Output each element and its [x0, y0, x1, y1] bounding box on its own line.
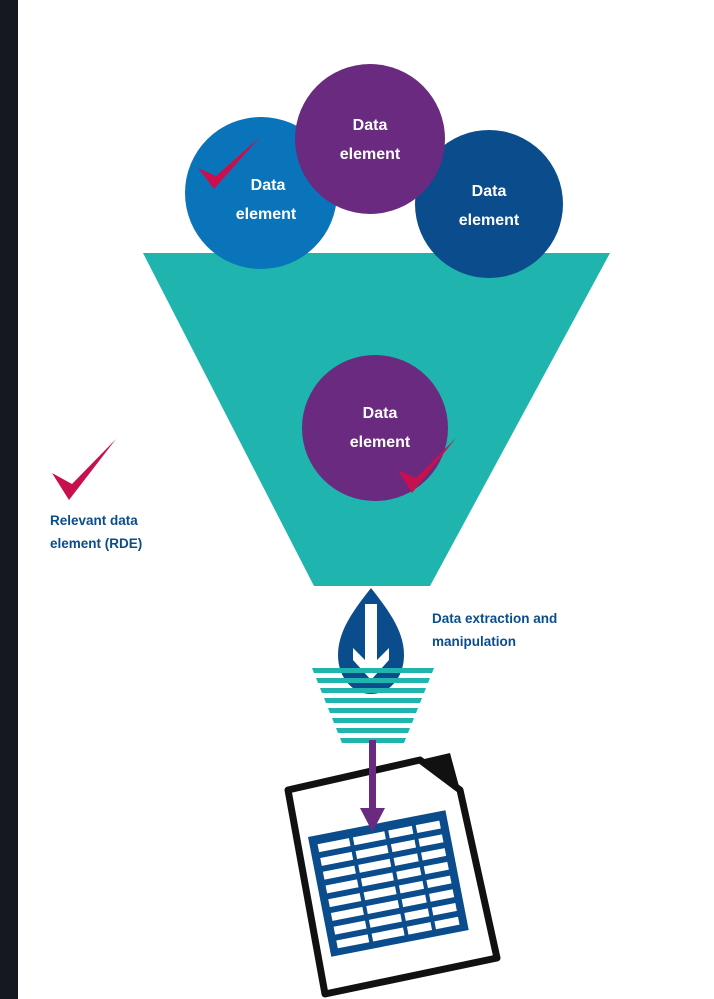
circle-label-line1: Data [472, 183, 507, 200]
down-arrow-icon [353, 604, 389, 680]
circle-label-line1: Data [363, 405, 398, 422]
circle-label-line1: Data [353, 117, 388, 134]
data-drop [338, 588, 404, 694]
data-element-circle-selected: Data element [302, 355, 456, 501]
spreadsheet-document-icon [284, 753, 501, 998]
output-arrow [360, 740, 385, 832]
process-label-line1: Data extraction and [432, 611, 557, 626]
check-mark-icon [198, 137, 260, 189]
process-label-line2: manipulation [432, 634, 516, 649]
data-element-circle-top: Data element [295, 64, 445, 214]
striped-filter [312, 668, 434, 743]
circle-label-line1: Data [251, 177, 286, 194]
circle-label-line2: element [236, 206, 297, 223]
check-mark-icon [398, 438, 456, 493]
circle-label-line2: element [340, 146, 401, 163]
data-element-circle-right: Data element [415, 130, 563, 278]
legend-label-line2: element (RDE) [50, 536, 142, 551]
diagram-canvas: Data element Data element Data element D… [18, 0, 714, 999]
circle-label-line2: element [459, 212, 520, 229]
legend-label-line1: Relevant data [50, 513, 138, 528]
circle-label-line2: element [350, 434, 411, 451]
check-mark-icon [52, 439, 116, 500]
